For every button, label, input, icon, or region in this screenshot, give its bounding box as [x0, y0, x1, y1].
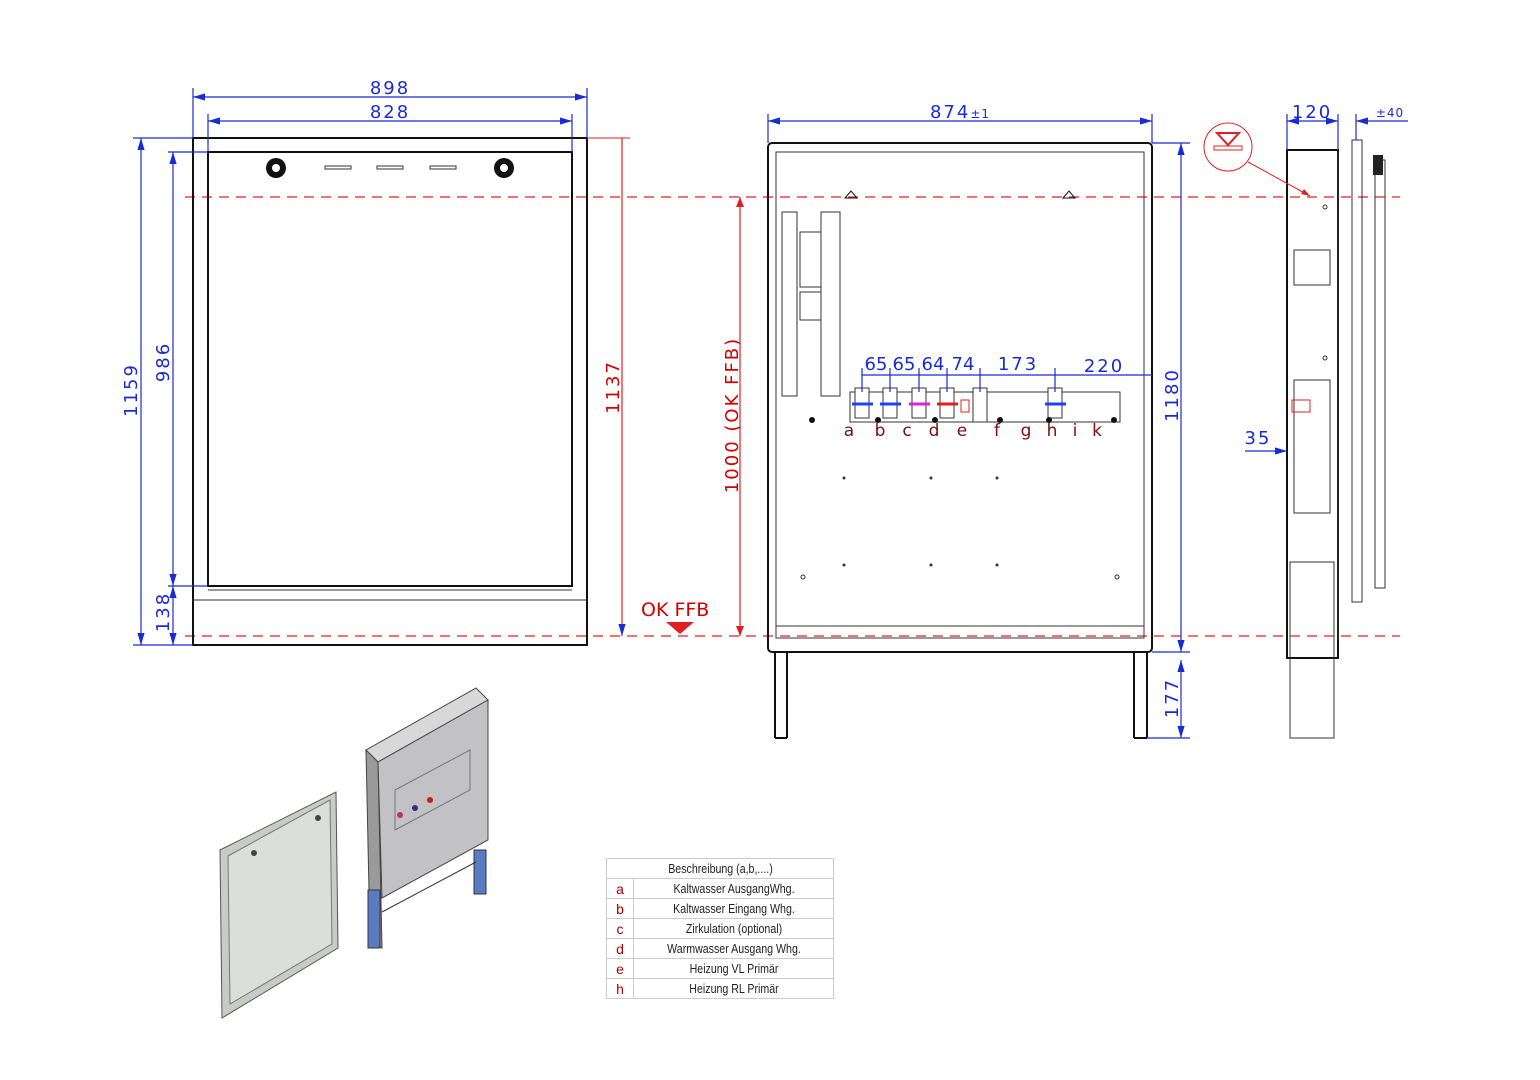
connection-g: g [1021, 421, 1032, 441]
floor-triangle-icon [666, 622, 694, 634]
connection-d: d [929, 421, 940, 441]
legend-row: c Zirkulation (optional) [606, 918, 834, 939]
legend-row: b Kaltwasser Eingang Whg. [606, 898, 834, 919]
spacing-b-c: 65 [893, 354, 916, 375]
legend-text: Zirkulation (optional) [648, 918, 819, 939]
isometric-door-illustration [219, 791, 339, 1019]
spacing-a-b: 65 [865, 354, 888, 375]
legend-key: h [606, 978, 634, 999]
legend-key: b [606, 898, 634, 919]
detail-callout-icon [1203, 122, 1253, 172]
dim-width: 874 [930, 102, 970, 123]
dim-leg: 177 [1162, 678, 1183, 718]
legend-text: Warmwasser Ausgang Whg. [648, 938, 819, 959]
legend-key: d [606, 938, 634, 959]
dim-bottom: 138 [153, 592, 174, 632]
legend-key: a [606, 878, 634, 899]
dim-depth: 120 [1292, 102, 1332, 123]
legend-header-row: Beschreibung (a,b,....) [607, 858, 834, 879]
legend-key: c [606, 918, 634, 939]
legend-text: Heizung VL Primär [648, 958, 819, 979]
floor-label: OK FFB [641, 599, 709, 621]
legend-text: Heizung RL Primär [648, 978, 819, 999]
spacing-h-end: 220 [1084, 356, 1124, 377]
legend-row: a Kaltwasser AusgangWhg. [606, 878, 834, 899]
legend-table: Beschreibung (a,b,....) a Kaltwasser Ausg… [606, 858, 834, 999]
legend-text: Kaltwasser Eingang Whg. [648, 898, 819, 919]
dim-inner-width: 828 [370, 102, 410, 123]
legend-row: e Heizung VL Primär [606, 958, 834, 979]
legend-key: e [606, 958, 634, 979]
connection-b: b [875, 421, 886, 441]
connection-i: i [1073, 421, 1078, 441]
dim-height-1000: 1000 (OK FFB) [722, 337, 743, 493]
spacing-e-h: 173 [998, 354, 1038, 375]
dim-total-height: 1159 [121, 363, 142, 417]
front-view: 898 828 1159 986 138 1137 [121, 78, 630, 646]
dim-adjust: ±40 [1376, 106, 1404, 120]
svg-text:874±1: 874±1 [930, 102, 990, 123]
connection-h: h [1047, 421, 1058, 441]
isometric-cabinet-illustration [365, 687, 489, 950]
connection-f: f [994, 421, 1001, 441]
legend-header: Beschreibung (a,b,....) [623, 858, 817, 879]
middle-view: 874±1 1180 177 65 65 64 74 173 220 a b c… [767, 102, 1190, 739]
dim-height-ffb: 1137 [603, 360, 624, 414]
legend-text: Kaltwasser AusgangWhg. [648, 878, 819, 899]
connection-c: c [902, 421, 911, 441]
dim-inner-height: 986 [153, 342, 174, 382]
legend-row: d Warmwasser Ausgang Whg. [606, 938, 834, 959]
connection-a: a [844, 421, 854, 441]
dim-width-tolerance: ±1 [970, 107, 990, 121]
spacing-d-e: 74 [952, 354, 975, 375]
dim-outer-width: 898 [370, 78, 410, 99]
connection-e: e [957, 421, 967, 441]
spacing-c-d: 64 [922, 354, 945, 375]
valve-group [852, 387, 1066, 423]
dim-height: 1180 [1162, 368, 1183, 422]
side-view: 120 ±40 35 [1203, 102, 1408, 739]
dim-offset: 35 [1245, 428, 1272, 449]
legend-row: h Heizung RL Primär [606, 978, 834, 999]
connection-k: k [1092, 421, 1102, 441]
